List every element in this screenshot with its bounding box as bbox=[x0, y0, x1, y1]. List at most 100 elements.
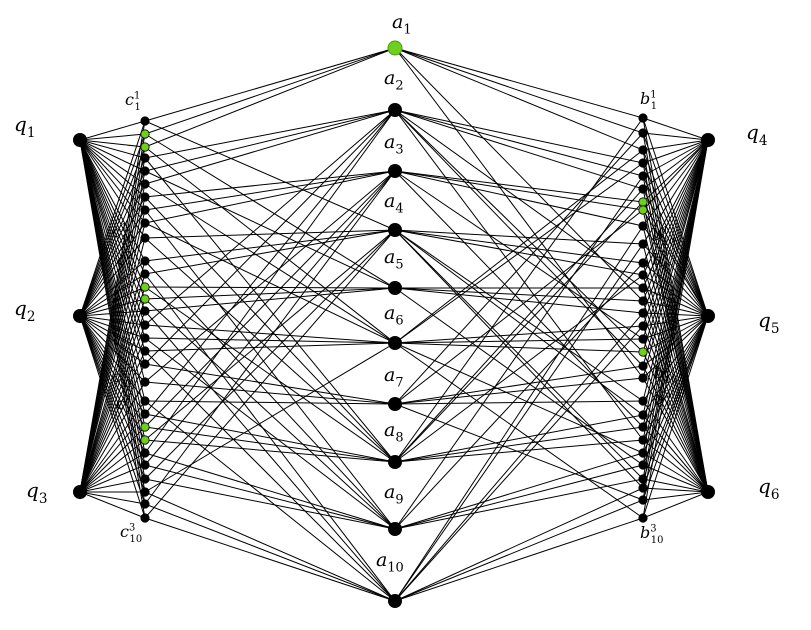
right-small-node bbox=[638, 270, 648, 280]
edge-right-fan bbox=[642, 491, 709, 519]
right-small-node bbox=[638, 113, 648, 123]
edge-right-fan bbox=[642, 377, 709, 493]
label-q3: q3 bbox=[26, 478, 47, 507]
edge-right-center bbox=[394, 274, 644, 463]
center-node-a6 bbox=[388, 336, 402, 350]
left-small-node bbox=[140, 487, 150, 497]
edge-left-center bbox=[144, 400, 396, 405]
edge-right-center bbox=[394, 109, 644, 164]
edge-right-fan bbox=[642, 225, 709, 493]
label-a10: a10 bbox=[376, 549, 404, 576]
right-small-node bbox=[638, 334, 648, 344]
edge-right-fan bbox=[642, 365, 709, 493]
left-small-node bbox=[140, 142, 150, 152]
edge-right-fan bbox=[642, 287, 709, 317]
edge-left-center bbox=[144, 260, 396, 530]
edge-left-center bbox=[144, 170, 396, 198]
left-small-node bbox=[140, 435, 150, 445]
right-small-node bbox=[638, 460, 648, 470]
edge-right-center bbox=[394, 312, 644, 602]
edge-left-fan bbox=[79, 139, 146, 148]
terminal-node-q4 bbox=[701, 133, 715, 147]
right-small-node bbox=[638, 396, 648, 406]
edge-left-center bbox=[144, 237, 396, 463]
edge-right-fan bbox=[642, 132, 709, 141]
edge-left-center bbox=[144, 229, 396, 239]
right-small-node bbox=[638, 448, 648, 458]
edge-right-center bbox=[394, 170, 644, 203]
edge-left-center bbox=[144, 109, 396, 326]
center-node-a9 bbox=[388, 522, 402, 536]
edge-left-fan bbox=[79, 350, 146, 493]
edge-right-fan bbox=[642, 315, 709, 428]
left-small-node bbox=[140, 192, 150, 202]
right-small-node bbox=[638, 296, 648, 306]
edge-left-fan bbox=[79, 273, 146, 493]
edge-right-center bbox=[394, 287, 644, 466]
edge-right-fan bbox=[642, 175, 709, 317]
edge-right-center bbox=[394, 243, 644, 602]
edge-right-fan bbox=[642, 139, 709, 302]
edge-left-fan bbox=[79, 120, 146, 317]
left-small-node bbox=[140, 448, 150, 458]
edge-right-center bbox=[394, 377, 644, 405]
edge-left-center bbox=[144, 47, 396, 148]
center-node-a3 bbox=[388, 164, 402, 178]
label-q1: q1 bbox=[14, 112, 35, 141]
edge-right-center bbox=[394, 400, 644, 405]
label-a1: a1 bbox=[392, 11, 412, 38]
edge-left-fan bbox=[79, 139, 146, 365]
edge-right-center bbox=[394, 109, 644, 353]
right-small-node bbox=[638, 495, 648, 505]
label-a5: a5 bbox=[384, 246, 404, 273]
edge-left-fan bbox=[79, 286, 146, 493]
edge-left-center bbox=[144, 120, 396, 231]
left-small-node bbox=[140, 422, 150, 432]
edge-right-center bbox=[394, 201, 644, 463]
edge-right-center bbox=[394, 229, 644, 245]
edge-left-fan bbox=[79, 452, 146, 493]
edge-right-center bbox=[394, 338, 644, 344]
edge-right-fan bbox=[642, 132, 709, 317]
left-small-node bbox=[140, 218, 150, 228]
edge-left-center bbox=[144, 109, 396, 185]
edge-right-center bbox=[394, 170, 644, 211]
center-node-a2 bbox=[388, 103, 402, 117]
right-small-node bbox=[638, 258, 648, 268]
edge-left-fan bbox=[79, 120, 146, 141]
edges-layer bbox=[79, 47, 709, 602]
edge-right-center bbox=[394, 229, 644, 264]
edge-left-fan bbox=[79, 146, 146, 317]
right-small-node bbox=[638, 158, 648, 168]
edge-left-center bbox=[144, 286, 396, 289]
edge-left-center bbox=[144, 196, 396, 463]
edge-left-center bbox=[144, 170, 396, 211]
edge-right-center bbox=[394, 109, 644, 441]
edge-left-fan bbox=[79, 139, 146, 172]
edge-right-fan bbox=[642, 315, 709, 519]
right-small-node bbox=[638, 184, 648, 194]
edge-right-fan bbox=[642, 188, 709, 317]
edge-right-center bbox=[394, 414, 644, 463]
edge-left-center bbox=[144, 298, 396, 530]
edge-left-center bbox=[144, 109, 396, 454]
edge-left-fan bbox=[79, 464, 146, 493]
label-a9: a9 bbox=[384, 481, 404, 508]
edge-left-center bbox=[144, 109, 396, 172]
edge-right-center bbox=[394, 47, 644, 379]
edge-left-fan bbox=[79, 222, 146, 317]
right-small-node bbox=[638, 373, 648, 383]
edge-right-center bbox=[394, 47, 644, 134]
terminal-node-q6 bbox=[701, 485, 715, 499]
edge-left-fan bbox=[79, 139, 146, 224]
edge-right-center bbox=[394, 47, 644, 151]
edge-left-center bbox=[144, 452, 396, 530]
edge-left-center bbox=[144, 439, 396, 463]
edge-right-center bbox=[394, 47, 644, 119]
edge-left-center bbox=[144, 47, 396, 122]
edge-right-fan bbox=[642, 315, 709, 416]
center-node-a8 bbox=[388, 455, 402, 469]
center-node-a7 bbox=[388, 397, 402, 411]
